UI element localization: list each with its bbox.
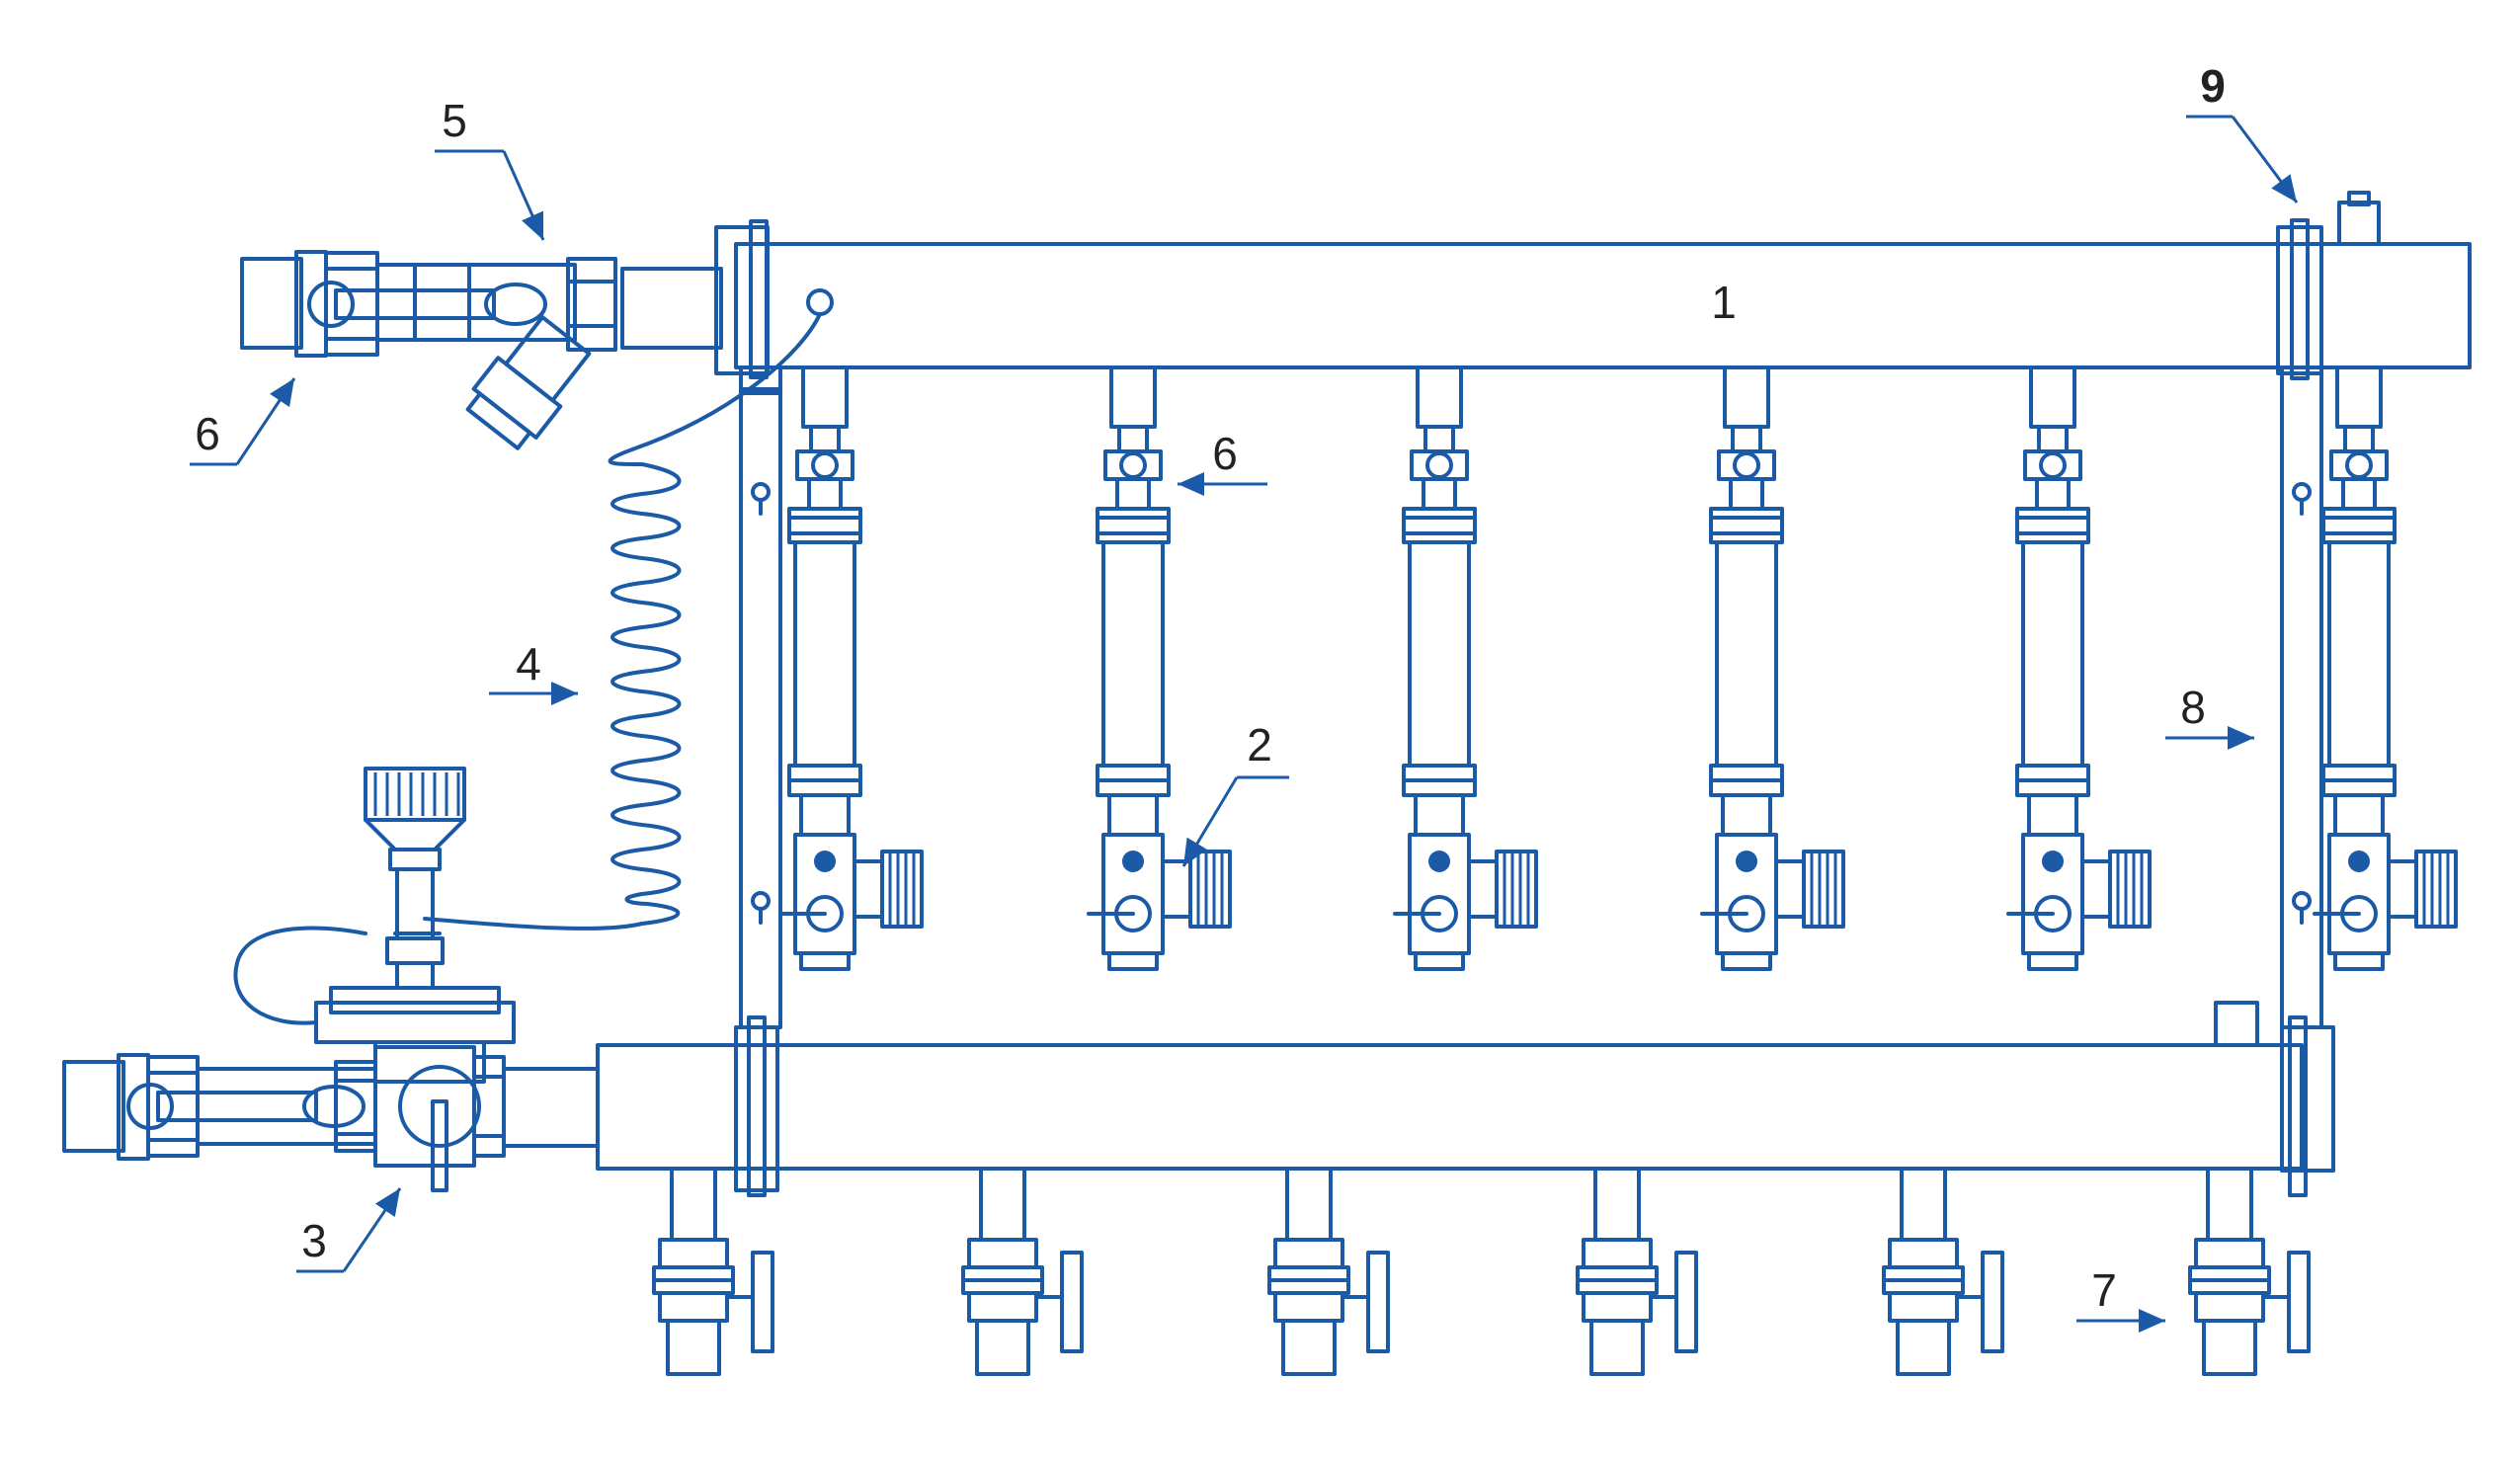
flow-meter-branch: [2313, 365, 2458, 971]
callout-leaders: [190, 115, 2299, 1333]
return-ball-valve: [961, 1167, 1084, 1376]
label-bracket: 8: [2180, 682, 2206, 733]
flow-meter-branch: [1700, 365, 1845, 971]
return-manifold: [596, 1001, 2335, 1197]
return-ball-valve: [1267, 1167, 1390, 1376]
inlet-ball-valve-with-filter: [240, 250, 723, 450]
mounting-bracket-right: [2280, 365, 2323, 1029]
return-ball-valve: [1882, 1167, 2004, 1376]
label-return-valves: 7: [2091, 1264, 2117, 1316]
flow-meter-branch: [1393, 365, 1538, 971]
label-supply-manifold: 1: [1711, 277, 1737, 328]
return-ball-valves: [652, 1167, 2311, 1376]
air-vent: [2337, 191, 2381, 246]
flow-meter-branch: [778, 365, 924, 971]
branch-flow-meters: [778, 365, 2458, 971]
supply-manifold: [714, 218, 2472, 380]
label-mixing-valve: 3: [301, 1215, 327, 1266]
flow-meter-branch: [2006, 365, 2152, 971]
return-ball-valve: [1576, 1167, 1698, 1376]
return-ball-valve: [652, 1167, 774, 1376]
label-ball-valve-left: 6: [195, 408, 220, 459]
label-flow-meter: 2: [1247, 719, 1272, 770]
label-filter: 5: [442, 95, 467, 146]
return-inlet-ball-valve: [62, 1045, 600, 1192]
label-air-vent: 9: [2200, 60, 2226, 112]
return-ball-valve: [2188, 1167, 2311, 1376]
thermostatic-mixing-valve: [233, 767, 516, 1084]
flow-meter-branch: [1087, 365, 1232, 971]
label-ball-valve-branch: 6: [1212, 428, 1238, 479]
label-capillary: 4: [516, 638, 541, 689]
capillary-tube: [423, 312, 822, 931]
mounting-bracket-left: [739, 365, 782, 1029]
